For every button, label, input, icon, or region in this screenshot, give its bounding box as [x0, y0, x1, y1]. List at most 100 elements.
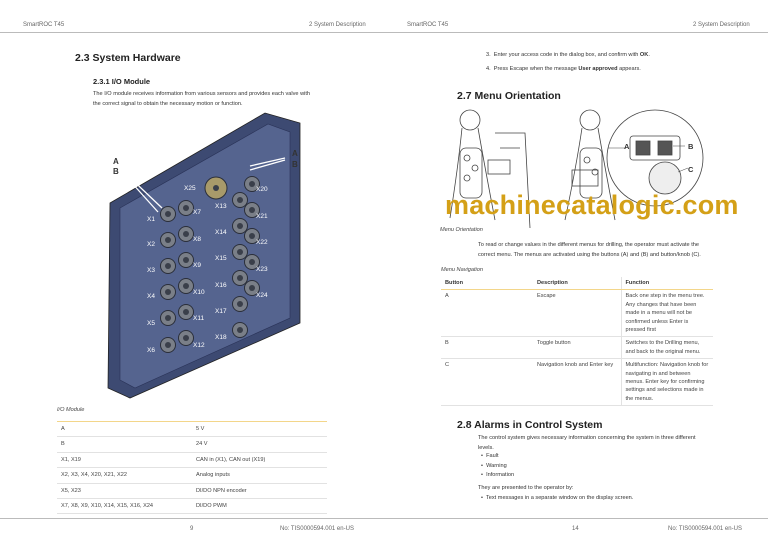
connectors — [160, 176, 260, 353]
connector-pin — [213, 185, 219, 191]
connector-pin — [165, 263, 171, 269]
row-key: X5, X23 — [57, 483, 192, 500]
connector-pin — [183, 231, 189, 237]
connector-pin — [165, 237, 171, 243]
row-description: Toggle button — [533, 336, 621, 360]
levels-list: • Fault • Warning • Information — [481, 452, 514, 481]
connector-pin — [165, 315, 171, 321]
subsection-heading: 2.3.1 I/O Module — [93, 77, 151, 86]
label-a: A — [624, 142, 630, 151]
connector-label: X17 — [215, 308, 227, 315]
io-module-figure — [107, 112, 301, 399]
connector-pin — [237, 223, 243, 229]
connector-label: X11 — [193, 315, 205, 322]
connector-label: X24 — [256, 292, 268, 299]
presented-text: They are presented to the operator by: — [478, 485, 574, 491]
section-heading-menu: 2.7 Menu Orientation — [457, 90, 561, 102]
header-product: SmartROC T45 — [407, 22, 449, 28]
level-warning: Warning — [486, 462, 507, 469]
io-module-housing — [107, 112, 301, 399]
list-item: • Text messages in a separate window on … — [481, 495, 634, 501]
connector-label: X21 — [256, 213, 268, 220]
header-rule — [0, 32, 384, 33]
connector-label: X4 — [147, 293, 155, 300]
connector-pin — [165, 289, 171, 295]
list-item: • Information — [481, 472, 515, 479]
header-section: 2 System Description — [309, 22, 366, 28]
row-value: 24 V — [192, 436, 327, 453]
label-b: B — [688, 142, 694, 151]
row-function: Switches to the Drilling menu, and back … — [620, 336, 713, 360]
row-value: 5 V — [192, 421, 327, 438]
row-key: A — [57, 421, 192, 438]
connector-label: X23 — [256, 266, 268, 273]
row-description: Escape — [533, 289, 621, 338]
step-3: 3. Enter your access code in the dialog … — [486, 50, 650, 60]
label-b-left: B — [113, 167, 119, 176]
step-end: appears. — [617, 66, 641, 72]
label-a-left: A — [113, 157, 119, 166]
row-value: DI/DO PWM — [192, 498, 327, 515]
header-section: 2 System Description — [693, 22, 750, 28]
connector-pin — [237, 197, 243, 203]
connector-pin — [237, 327, 243, 333]
col-button: Button — [441, 277, 533, 291]
connector-label: X8 — [193, 236, 201, 243]
row-button: B — [441, 336, 533, 360]
doc-number: No: TIS0000594.001 en-US — [668, 526, 742, 532]
step-text: Press Escape when the message — [493, 66, 579, 72]
connector-label: X14 — [215, 229, 227, 236]
joystick-right — [564, 109, 616, 221]
page-number: 14 — [572, 526, 579, 532]
connector-label: X15 — [215, 255, 227, 262]
label-c: C — [688, 165, 694, 174]
connector-pin — [165, 342, 171, 348]
row-value: Analog inputs — [192, 467, 327, 484]
table-caption: Menu Navigation — [441, 267, 483, 273]
figure-caption: I/O Module — [57, 407, 85, 413]
header-rule — [384, 32, 768, 33]
step-num: 3. — [486, 52, 491, 58]
connector-label: X6 — [147, 347, 155, 354]
connector-pin — [249, 285, 255, 291]
list-item: • Warning — [481, 462, 507, 469]
row-key: B — [57, 436, 192, 453]
connector-label: X25 — [184, 185, 196, 192]
step-text: Enter your access code in the dialog box… — [493, 52, 640, 58]
connector-pin — [237, 301, 243, 307]
row-value: DI/DO NPN encoder — [192, 483, 327, 500]
para-line: the correct signal to obtain the necessa… — [93, 101, 243, 107]
row-button: C — [441, 358, 533, 407]
figure-caption-menu: Menu Orientation — [440, 227, 483, 233]
row-key: X2, X3, X4, X20, X21, X22 — [57, 467, 192, 484]
menu-orientation-figure — [449, 109, 704, 228]
detail-callout — [606, 109, 704, 207]
para-line: levels. — [478, 445, 494, 451]
connector-pin — [249, 181, 255, 187]
step-4: 4. Press Escape when the message User ap… — [486, 64, 641, 74]
row-value: CAN in (X1), CAN out (X19) — [192, 452, 327, 469]
connector-label: X3 — [147, 267, 155, 274]
row-key: X1, X19 — [57, 452, 192, 469]
connector-pin — [183, 335, 189, 341]
footer-rule — [384, 518, 768, 519]
para-line: To read or change values in the differen… — [478, 242, 699, 248]
connector-label: X9 — [193, 262, 201, 269]
connector-label: X22 — [256, 239, 268, 246]
step-bold: User approved — [578, 66, 618, 72]
page-number: 9 — [190, 526, 194, 532]
connector-label: X20 — [256, 186, 268, 193]
connector-pin — [165, 211, 171, 217]
col-description: Description — [533, 277, 621, 291]
para-line: correct menu. The menus are activated us… — [478, 252, 701, 258]
section-heading: 2.3 System Hardware — [75, 52, 181, 64]
